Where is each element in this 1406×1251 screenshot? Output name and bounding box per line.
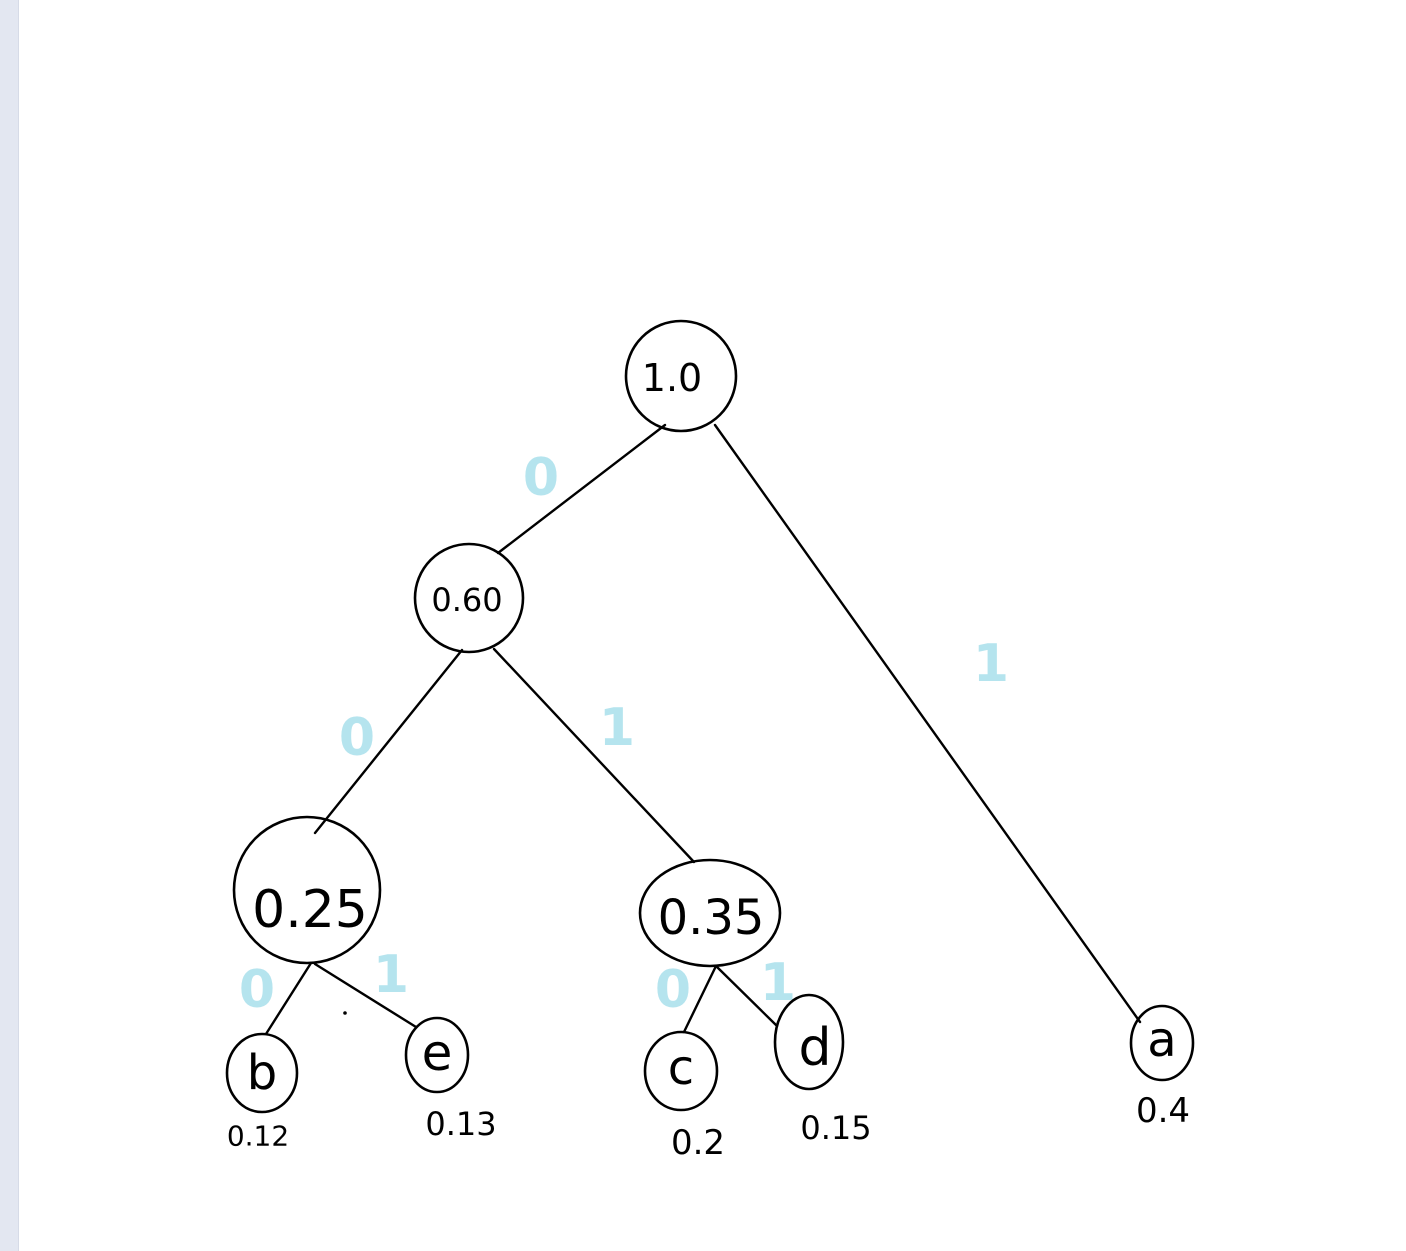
node-0.35-circle [638, 858, 782, 968]
edge-root-to-a [713, 423, 1142, 1024]
leaf-a-label: a [1147, 1012, 1176, 1068]
leaf-e-label: e [422, 1024, 453, 1082]
node-0.25-circle [232, 815, 382, 965]
bit-label-0.60-to-0.25: 0 [339, 708, 375, 768]
bit-label-0.35-to-c: 0 [655, 960, 691, 1020]
edge-0.60-to-0.25 [313, 648, 464, 835]
leaf-d-label: d [798, 1018, 831, 1078]
leaf-c-weight: 0.2 [671, 1123, 725, 1163]
bit-label-0.60-to-0.35: 1 [599, 698, 635, 758]
edge-0.25-to-e [313, 962, 418, 1029]
leaf-c-circle [643, 1030, 719, 1112]
leaf-b-circle [225, 1032, 299, 1114]
leaf-e: e 0.13 [404, 1016, 497, 1143]
bit-label-0.25-to-b: 0 [239, 960, 275, 1020]
leaf-b: b 0.12 [225, 1032, 299, 1153]
node-root-label: 1.0 [642, 356, 702, 400]
leaf-d-circle [773, 993, 845, 1091]
leaf-c-label: c [668, 1040, 694, 1096]
node-0.35-label: 0.35 [658, 890, 765, 946]
node-0.35: 0.35 [638, 858, 782, 968]
node-0.60: 0.60 [413, 542, 525, 654]
leaf-d-weight: 0.15 [800, 1109, 871, 1147]
stray-ink-dot [343, 1011, 347, 1015]
leaf-a-circle [1129, 1004, 1195, 1082]
leaf-e-circle [404, 1016, 470, 1094]
edge-0.25-to-b [264, 961, 313, 1036]
leaf-b-weight: 0.12 [227, 1120, 289, 1153]
node-0.60-circle [413, 542, 525, 654]
node-0.25-label: 0.25 [252, 880, 368, 940]
node-root: 1.0 [624, 319, 738, 433]
leaf-b-label: b [247, 1045, 277, 1101]
bit-label-root-to-a: 1 [973, 634, 1009, 694]
leaf-d: d 0.15 [773, 993, 872, 1147]
edge-0.35-to-d [714, 964, 779, 1028]
bit-label-0.25-to-e: 1 [373, 945, 409, 1005]
leaf-c: c 0.2 [643, 1030, 725, 1163]
leaf-e-weight: 0.13 [425, 1105, 496, 1143]
node-root-circle [624, 319, 738, 433]
leaf-a-weight: 0.4 [1136, 1091, 1190, 1131]
leaf-a: a 0.4 [1129, 1004, 1195, 1131]
edge-0.60-to-0.35 [492, 647, 696, 864]
edge-root-to-0.60 [496, 423, 667, 555]
node-0.60-label: 0.60 [431, 581, 502, 619]
bit-label-root-to-0.60: 0 [523, 448, 559, 508]
left-margin-strip [0, 0, 19, 1251]
edge-0.35-to-c [682, 964, 718, 1034]
node-0.25: 0.25 [232, 815, 382, 965]
